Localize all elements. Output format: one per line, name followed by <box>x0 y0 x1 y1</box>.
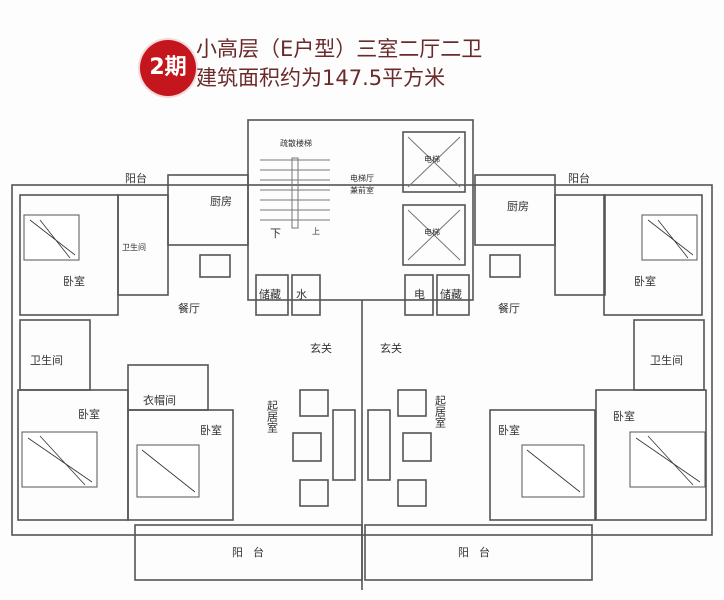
furniture <box>21 214 706 507</box>
dining-label: 餐厅 <box>498 301 520 315</box>
balcony-label: 阳台 <box>232 545 274 559</box>
living-room-label: 起居室 <box>434 395 447 428</box>
bedroom-label: 卧室 <box>78 407 100 421</box>
plan-area: 建筑面积约为147.5平方米 <box>196 66 446 90</box>
walls <box>11 119 713 590</box>
storage-left-label: 储藏 <box>259 287 281 301</box>
lobby-label: 电梯厅 <box>350 173 374 183</box>
balcony-label: 阳台 <box>458 545 500 559</box>
stair-up-label: 上 <box>312 227 320 236</box>
balcony-label: 阳台 <box>568 171 590 185</box>
elevator-label: 电梯 <box>424 154 440 164</box>
storage-right-label: 储藏 <box>440 287 462 301</box>
living-room-label: 起居室 <box>266 400 279 433</box>
dining-label: 餐厅 <box>178 301 200 315</box>
lobby-label-2: 兼前室 <box>350 185 374 195</box>
closet-label: 衣帽间 <box>143 393 176 407</box>
bedroom-label: 卧室 <box>498 423 520 437</box>
stair-label: 疏散楼梯 <box>280 138 312 148</box>
foyer-label: 玄关 <box>310 341 332 355</box>
bedroom-label: 卧室 <box>63 274 85 288</box>
bedroom-label: 卧室 <box>634 274 656 288</box>
elevator-label: 电梯 <box>424 227 440 237</box>
room-labels: 疏散楼梯 下 上 电梯厅 兼前室 电梯 电梯 储藏 水 电 储藏 阳台 厨房 卫… <box>30 138 683 559</box>
balcony-label: 阳台 <box>125 171 147 185</box>
foyer-label: 玄关 <box>380 341 402 355</box>
bathroom-label: 卫生间 <box>122 242 146 252</box>
bedroom-label: 卧室 <box>613 409 635 423</box>
water-label: 水 <box>296 288 307 301</box>
bathroom-label: 卫生间 <box>650 353 683 367</box>
stair-down-label: 下 <box>270 227 281 240</box>
bathroom-label: 卫生间 <box>30 353 63 367</box>
electric-label: 电 <box>414 288 425 301</box>
bedroom-label: 卧室 <box>200 423 222 437</box>
kitchen-label: 厨房 <box>210 195 232 208</box>
plan-title: 小高层（E户型）三室二厅二卫 <box>196 37 483 61</box>
kitchen-label: 厨房 <box>507 200 529 213</box>
phase-badge: 2期 <box>140 40 196 96</box>
